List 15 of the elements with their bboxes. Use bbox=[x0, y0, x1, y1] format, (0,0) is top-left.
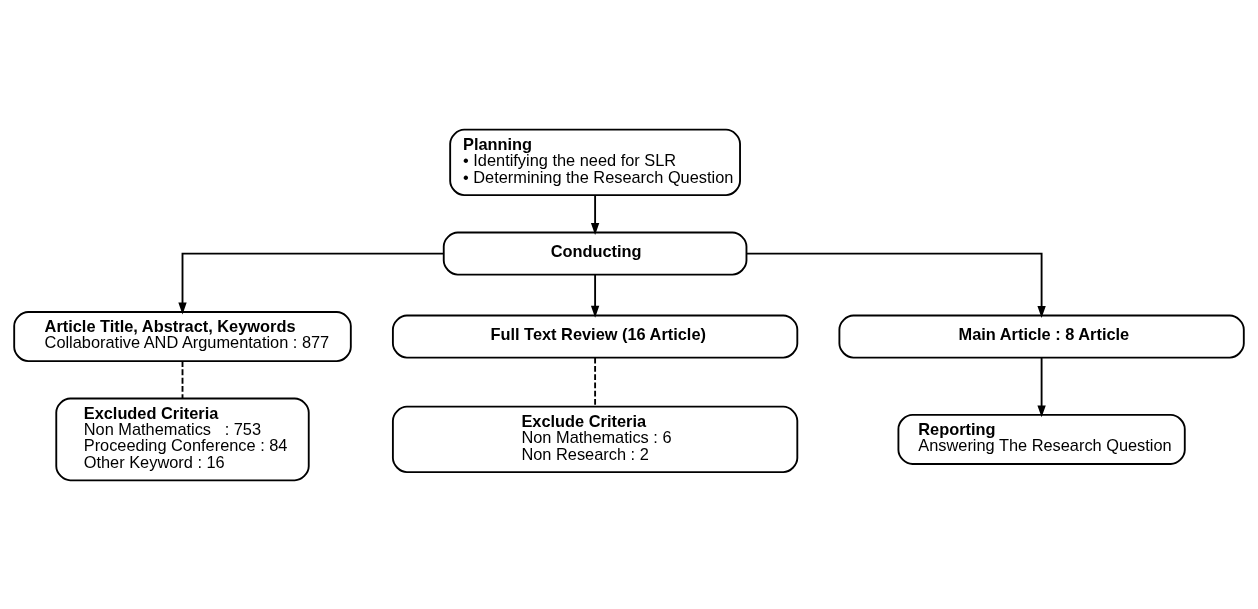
node-box: Excluded Criteria Non Mathematics : 753 Proceeding Conference : 84 Other Keyword : 16 bbox=[55, 397, 310, 481]
node-box: Main Article : 8 Article bbox=[838, 314, 1245, 359]
arrow bbox=[590, 193, 600, 235]
node-box: Article Title, Abstract, Keywords Collaborative AND Argumentation : 877 bbox=[13, 310, 352, 362]
node-box: Exclude Criteria Non Mathematics : 6 Non Research : 2 bbox=[391, 405, 799, 473]
connector bbox=[594, 356, 597, 407]
node-box: Full Text Review (16 Article) bbox=[391, 314, 799, 359]
arrow bbox=[745, 252, 1046, 318]
connector bbox=[181, 360, 184, 399]
node-box: Conducting bbox=[442, 231, 748, 276]
arrow bbox=[178, 252, 445, 314]
node-box: Reporting Answering The Research Question bbox=[897, 413, 1186, 465]
node-box: Planning • Identifying the need for SLR • Determining the Research Question bbox=[449, 128, 741, 196]
arrow bbox=[1037, 356, 1046, 417]
arrow bbox=[590, 273, 600, 318]
